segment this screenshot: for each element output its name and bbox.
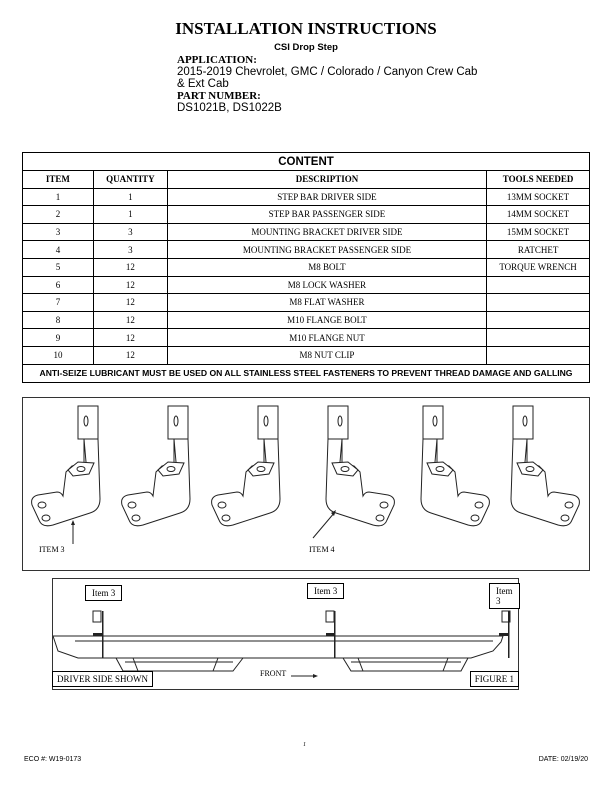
cell-item: 4 bbox=[22, 240, 94, 259]
driver-side-label: DRIVER SIDE SHOWN bbox=[52, 671, 153, 687]
cell-quantity: 12 bbox=[92, 275, 168, 295]
eco-number: ECO #: W19-0173 bbox=[24, 756, 82, 763]
content-table: CONTENT ITEM QUANTITY DESCRIPTION TOOLS … bbox=[22, 152, 590, 383]
cell-quantity: 3 bbox=[92, 222, 168, 242]
cell-item: 1 bbox=[22, 187, 94, 207]
anti-seize-note: ANTI-SEIZE LUBRICANT MUST BE USED ON ALL… bbox=[22, 363, 590, 383]
cell-item: 8 bbox=[22, 310, 94, 330]
bracket-driver-1 bbox=[31, 405, 101, 527]
cell-quantity: 12 bbox=[92, 345, 168, 365]
cell-tools bbox=[486, 275, 590, 295]
cell-item: 5 bbox=[22, 257, 94, 277]
page-title: INSTALLATION INSTRUCTIONS bbox=[175, 19, 437, 38]
cell-description: MOUNTING BRACKET DRIVER SIDE bbox=[166, 222, 488, 242]
bracket-passenger-3 bbox=[510, 405, 580, 527]
bracket-marker-2 bbox=[325, 610, 336, 658]
item-tag-2: Item 3 bbox=[307, 583, 345, 599]
brackets-figure: ITEM 3 ITEM 4 bbox=[22, 397, 590, 571]
step-bar-drawing bbox=[53, 610, 511, 678]
figure-1: Item 3 Item 3 Item 3 DRIVER SIDE SHOWN F… bbox=[52, 578, 520, 690]
cell-quantity: 12 bbox=[92, 328, 168, 347]
cell-description: M8 LOCK WASHER bbox=[166, 275, 488, 295]
cell-description: M10 FLANGE NUT bbox=[166, 328, 488, 347]
bracket-driver-2 bbox=[121, 405, 191, 527]
application-label: APPLICATION: bbox=[177, 54, 257, 66]
column-header-tools: TOOLS NEEDED bbox=[486, 170, 590, 189]
brackets-drawing bbox=[31, 405, 580, 544]
cell-description: STEP BAR PASSENGER SIDE bbox=[166, 205, 488, 224]
cell-description: STEP BAR DRIVER SIDE bbox=[166, 187, 488, 207]
cell-tools: 15MM SOCKET bbox=[486, 222, 590, 242]
cell-item: 3 bbox=[22, 222, 94, 242]
cell-quantity: 1 bbox=[92, 205, 168, 224]
application-line-1: 2015-2019 Chevrolet, GMC / Colorado / Ca… bbox=[177, 66, 478, 78]
item-tag-1: Item 3 bbox=[85, 585, 123, 601]
cell-tools: RATCHET bbox=[486, 240, 590, 259]
cell-description: M8 BOLT bbox=[166, 257, 488, 277]
cell-description: M8 FLAT WASHER bbox=[166, 293, 488, 312]
column-header-item: ITEM bbox=[22, 170, 94, 189]
cell-tools: 14MM SOCKET bbox=[486, 205, 590, 224]
figure-label: FIGURE 1 bbox=[469, 671, 519, 687]
cell-item: 2 bbox=[22, 205, 94, 224]
cell-tools bbox=[486, 310, 590, 330]
cell-description: MOUNTING BRACKET PASSENGER SIDE bbox=[166, 240, 488, 259]
cell-description: M10 FLANGE BOLT bbox=[166, 310, 488, 330]
content-table-title: CONTENT bbox=[22, 152, 590, 171]
cell-quantity: 1 bbox=[92, 187, 168, 207]
part-number-label: PART NUMBER: bbox=[177, 90, 261, 102]
document-date: DATE: 02/19/20 bbox=[538, 756, 588, 763]
cell-item: 6 bbox=[22, 275, 94, 295]
bracket-driver-3 bbox=[211, 405, 281, 527]
bracket-marker-1 bbox=[92, 610, 104, 658]
bracket-passenger-1 bbox=[325, 405, 395, 527]
cell-quantity: 12 bbox=[92, 257, 168, 277]
product-name: CSI Drop Step bbox=[274, 42, 338, 53]
page-number: 1 bbox=[303, 742, 306, 748]
table-header-row: ITEM QUANTITY DESCRIPTION TOOLS NEEDED bbox=[22, 170, 590, 189]
cell-tools bbox=[486, 345, 590, 365]
item4-label: ITEM 4 bbox=[309, 545, 335, 554]
item4-arrow bbox=[312, 511, 336, 539]
front-label: FRONT bbox=[260, 669, 287, 678]
column-header-quantity: QUANTITY bbox=[92, 170, 168, 189]
cell-tools: 13MM SOCKET bbox=[486, 187, 590, 207]
item3-label: ITEM 3 bbox=[39, 545, 65, 554]
cell-tools: TORQUE WRENCH bbox=[486, 257, 590, 277]
cell-tools bbox=[486, 328, 590, 347]
cell-tools bbox=[486, 293, 590, 312]
cell-description: M8 NUT CLIP bbox=[166, 345, 488, 365]
bracket-passenger-2 bbox=[420, 405, 490, 527]
cell-quantity: 3 bbox=[92, 240, 168, 259]
cell-quantity: 12 bbox=[92, 293, 168, 312]
cell-item: 10 bbox=[22, 345, 94, 365]
cell-item: 7 bbox=[22, 293, 94, 312]
part-numbers: DS1021B, DS1022B bbox=[177, 102, 282, 114]
application-line-2: & Ext Cab bbox=[177, 78, 229, 90]
item-tag-3: Item 3 bbox=[489, 583, 520, 609]
column-header-description: DESCRIPTION bbox=[166, 170, 488, 189]
cell-item: 9 bbox=[22, 328, 94, 347]
bracket-marker-3 bbox=[499, 610, 511, 658]
cell-quantity: 12 bbox=[92, 310, 168, 330]
